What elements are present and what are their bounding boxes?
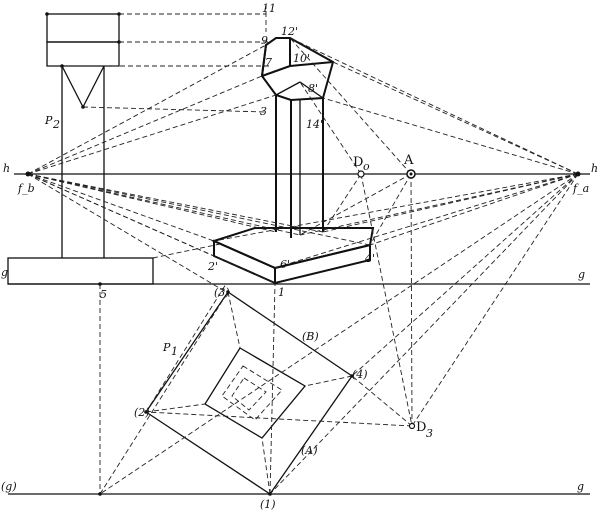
label-8p: 8' xyxy=(308,82,318,95)
point-D3 xyxy=(408,422,416,430)
label-P1-sub: 1 xyxy=(171,345,178,358)
construction-lines-fb xyxy=(27,44,371,293)
elevation-view xyxy=(7,12,154,285)
label-Do-sub: o xyxy=(363,160,370,173)
plan-view xyxy=(98,173,579,496)
point-fb xyxy=(25,171,31,177)
label-fb: f_b xyxy=(17,182,35,195)
label-3par: (3) xyxy=(214,286,230,299)
label-D3-sub: 3 xyxy=(426,427,433,440)
label-D3: D xyxy=(416,420,426,435)
label-A: A xyxy=(403,153,414,168)
label-h-left: h xyxy=(3,162,10,175)
label-Do: D xyxy=(353,155,363,170)
label-g-left: g xyxy=(1,266,8,279)
point-A-center xyxy=(409,172,413,176)
label-6p: 6' xyxy=(280,258,290,271)
distance-point-lines xyxy=(289,37,413,427)
label-1par: (1) xyxy=(260,498,276,511)
height-transfer-lines xyxy=(82,4,270,259)
label-P2: P xyxy=(44,114,53,127)
label-7: 7 xyxy=(265,56,272,69)
perspective-column xyxy=(260,37,335,238)
label-2par: (2) xyxy=(134,406,150,419)
label-9: 9 xyxy=(261,34,268,47)
label-B: (B) xyxy=(302,330,319,343)
label-12p: 12' xyxy=(281,25,298,38)
label-10p: 10' xyxy=(293,52,310,65)
label-3: 3 xyxy=(260,105,267,118)
label-Apar: (A) xyxy=(301,444,318,457)
label-h-right: h xyxy=(591,162,598,175)
point-fa xyxy=(575,171,581,177)
label-g-bottom: g xyxy=(577,480,584,493)
point-Do xyxy=(357,170,365,178)
label-g-right: g xyxy=(578,268,585,281)
perspective-base-slab xyxy=(211,227,375,285)
label-14p: 14' xyxy=(306,118,323,131)
label-5: 5 xyxy=(100,288,107,301)
label-4p: 4' xyxy=(364,252,375,265)
label-1: 1 xyxy=(278,286,285,299)
label-4par: (4) xyxy=(352,368,368,381)
label-11: 11 xyxy=(262,2,276,15)
label-g-paren: (g) xyxy=(1,480,17,493)
construction-lines-fa xyxy=(213,37,579,495)
label-P2-sub: 2 xyxy=(52,118,60,131)
label-fa: f_a xyxy=(572,182,589,195)
label-2p: 2' xyxy=(207,260,218,273)
label-P1: P xyxy=(162,341,171,354)
